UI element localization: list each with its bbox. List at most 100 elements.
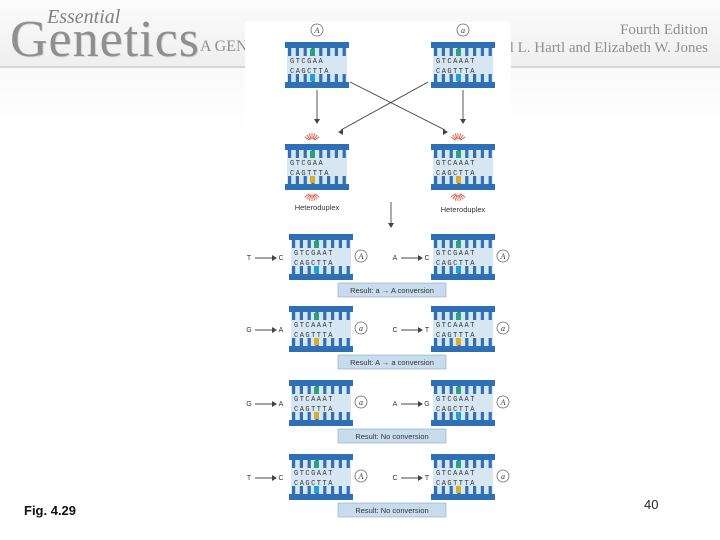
hetero-duplex-right-spark-top — [460, 136, 466, 141]
page-number: 40 — [644, 497, 659, 512]
outcome-row-2-duplex-right-base-top — [456, 313, 461, 320]
hetero-duplex-right-seq-top: GTCAAAT — [436, 160, 476, 168]
outcome-row-3-duplex-right-backbone-bottom — [431, 420, 495, 426]
outcome-row-1-allele-left: A — [358, 252, 364, 261]
outcome-row-4-duplex-right-base-bottom — [456, 486, 461, 493]
outcome-row-4-duplex-right-backbone-top — [431, 454, 495, 460]
hetero-duplex-right-rung-bottom — [434, 176, 438, 184]
arrow-left-down-head — [314, 119, 320, 124]
outcome-row-1-duplex-right-rung-bottom — [449, 266, 453, 274]
outcome-row-1-duplex-right-rung-bottom — [434, 266, 438, 274]
outcome-row-3-duplex-left-base-bottom — [314, 412, 319, 419]
outcome-row-1-duplex-right-base-bottom — [456, 266, 461, 273]
outcome-row-1-duplex-left-rung-bottom — [331, 266, 335, 274]
hetero-duplex-left-spark-bottom — [306, 194, 311, 200]
outcome-row-1-duplex-left-rung-top — [299, 240, 303, 248]
outcome-row-2-duplex-right-rung-top — [488, 312, 492, 320]
outcome-row-3-duplex-right-rung-top — [473, 386, 477, 394]
outcome-row-3-duplex-left-rung-top — [299, 386, 303, 394]
outcome-row-2-duplex-left-rung-bottom — [307, 338, 311, 346]
hetero-duplex-left-rung-top — [303, 150, 307, 158]
outcome-row-3-left-to: A — [279, 401, 284, 408]
top-duplex-right-backbone-top — [431, 42, 495, 48]
outcome-row-4-duplex-left-rung-top — [292, 460, 296, 468]
outcome-row-2-duplex-right-rung-top — [434, 312, 438, 320]
outcome-row-2-duplex-left-rung-bottom — [292, 338, 296, 346]
outcome-row-3-duplex-left-rung-bottom — [299, 412, 303, 420]
hetero-duplex-left-spark-bottom — [314, 193, 320, 198]
outcome-row-2-duplex-left-rung-top — [299, 312, 303, 320]
outcome-row-1-duplex-right-rung-bottom — [441, 266, 445, 274]
top-duplex-left-base-top — [310, 49, 315, 56]
outcome-row-1-duplex-left-rung-bottom — [323, 266, 327, 274]
outcome-row-2-duplex-right-rung-top — [449, 312, 453, 320]
outcome-row-2-duplex-right-rung-bottom — [480, 338, 484, 346]
top-duplex-right-rung-top — [473, 48, 477, 56]
outcome-row-1-duplex-left-rung-top — [323, 240, 327, 248]
hetero-duplex-left-rung-bottom — [303, 176, 307, 184]
top-duplex-left-rung-top — [319, 48, 323, 56]
outcome-row-3-duplex-left-seq-bottom: CAGTTTA — [294, 406, 334, 414]
outcome-row-2-allele-right: a — [501, 324, 505, 333]
outcome-row-2-duplex-left-seq-bottom: CAGTTTA — [294, 332, 334, 340]
hetero-duplex-left-seq-top: GTCGAA — [290, 160, 324, 168]
outcome-row-2-duplex-left-rung-top — [323, 312, 327, 320]
outcome-row-1-duplex-left-rung-top — [307, 240, 311, 248]
outcome-row-3-right-from: A — [393, 401, 398, 408]
outcome-row-1-duplex-right-rung-bottom — [488, 266, 492, 274]
top-duplex-left-rung-top — [327, 48, 331, 56]
outcome-row-4-duplex-right-rung-top — [441, 460, 445, 468]
outcome-row-2-duplex-left-rung-top — [292, 312, 296, 320]
outcome-row-4-allele-right-circle — [496, 469, 510, 483]
outcome-row-3-right-arrow-head — [418, 401, 423, 407]
outcome-row-4-duplex-right-rung-bottom — [473, 486, 477, 494]
outcome-row-2-duplex-right-seq-bottom: CAGTTTA — [436, 332, 476, 340]
hetero-duplex-left-backbone-top — [285, 144, 349, 150]
outcome-row-2-duplex-left-base-bottom — [314, 338, 319, 345]
hetero-duplex-right-backbone-bottom — [431, 184, 495, 190]
outcome-row-3-duplex-right-rung-top — [434, 386, 438, 394]
edition-label: Fourth Edition — [620, 22, 708, 38]
heteroduplex-label-left: Heteroduplex — [295, 203, 340, 212]
outcome-row-1-duplex-right-rung-top — [480, 240, 484, 248]
outcome-row-4-duplex-right-rung-bottom — [465, 486, 469, 494]
hetero-duplex-right-rung-top — [434, 150, 438, 158]
outcome-row-4-allele-right: a — [501, 472, 505, 481]
outcome-row-3-result-text: Result: No conversion — [355, 432, 428, 441]
outcome-row-1-left-to: C — [278, 255, 283, 262]
outcome-row-1-duplex-right-base-top — [456, 241, 461, 248]
outcome-row-2-result-text: Result: A → a conversion — [350, 358, 434, 367]
outcome-row-4-duplex-left-rung-bottom — [307, 486, 311, 494]
outcome-row-4-duplex-left-rung-bottom — [323, 486, 327, 494]
outcome-row-3-duplex-left-seq-top: GTCAAAT — [294, 396, 334, 404]
outcome-row-2-duplex-left-rung-top — [307, 312, 311, 320]
hetero-duplex-left-rung-bottom — [295, 176, 299, 184]
outcome-row-3-allele-left-circle — [354, 395, 368, 409]
outcome-row-3-left-from: G — [246, 401, 251, 408]
outcome-row-1-duplex-left-rung-top — [331, 240, 335, 248]
outcome-row-4-duplex-right-seq-bottom: CAGTTTA — [436, 480, 476, 488]
outcome-row-4-duplex-left-rung-top — [299, 460, 303, 468]
outcome-row-4-result-box — [337, 502, 447, 518]
top-duplex-right-rung-top — [488, 48, 492, 56]
outcome-row-2-duplex-left-backbone-top — [289, 306, 353, 312]
hetero-duplex-left-base-bottom — [310, 176, 315, 183]
outcome-row-1-duplex-left-rung-bottom — [299, 266, 303, 274]
outcome-row-2-right-from: C — [392, 327, 397, 334]
outcome-row-2-duplex-left-backbone-bottom — [289, 346, 353, 352]
outcome-row-4-duplex-left-base-bottom — [314, 486, 319, 493]
outcome-row-4-duplex-right-backbone-bottom — [431, 494, 495, 500]
outcome-row-2-duplex-right-rung-bottom — [441, 338, 445, 346]
outcome-row-2-duplex-left-rung-bottom — [338, 338, 342, 346]
outcome-row-4-duplex-left-rung-top — [331, 460, 335, 468]
outcome-row-3-duplex-left-backbone-bottom — [289, 420, 353, 426]
hetero-duplex-right-spark-bottom — [458, 194, 462, 201]
outcome-row-4-duplex-left-rung-top — [346, 460, 350, 468]
brand-small: Essential — [47, 6, 121, 28]
hetero-duplex-right-spark-bottom — [459, 194, 464, 200]
arrow-cross-1-head — [443, 129, 448, 135]
top-duplex-left-rung-top — [288, 48, 292, 56]
hetero-duplex-left-rung-top — [342, 150, 346, 158]
brand-subtitle: A GEN — [200, 38, 248, 55]
outcome-row-4-allele-left-circle — [354, 469, 368, 483]
